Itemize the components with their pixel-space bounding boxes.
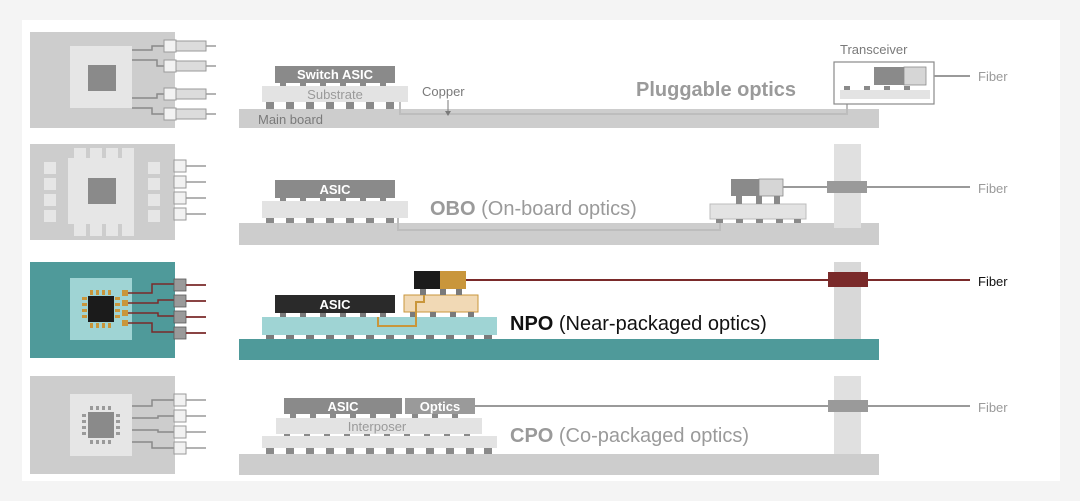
substrate [262,86,408,102]
fiber-label: Fiber [978,69,1008,84]
cross-section-pluggable: Switch ASIC Substrate Main board Copper … [239,42,1008,128]
chip-label: Switch ASIC [297,67,374,82]
main-board [239,223,879,245]
row-subtitle: (Co-packaged optics) [553,425,749,447]
row-pluggable: Switch ASIC Substrate Main board Copper … [30,32,1008,128]
row-title-group: OBO (On-board optics) [430,198,637,220]
interposer [276,418,482,434]
row-title: CPO [510,425,553,447]
substrate [262,201,408,218]
row-subtitle: (On-board optics) [476,198,637,220]
packaging-diagram: Switch ASIC Substrate Main board Copper … [30,32,1008,475]
main-board [239,339,879,360]
top-view-pluggable [30,32,216,128]
asic-chip [275,295,395,313]
row-title: Pluggable optics [636,79,796,101]
solder-balls [266,102,394,109]
transceiver-box [833,61,935,105]
npo-trace [377,295,425,327]
cross-section-obo: ASIC OBO (On-board optics) Fiber [239,144,1008,245]
interposer-label: Interposer [348,419,407,434]
diagram-canvas: Switch ASIC Substrate Main board Copper … [22,20,1060,481]
copper-trace [399,102,848,115]
row-cpo: ASIC Optics Interposer CPO (Co-packaged … [30,376,1008,475]
fiber-connector [828,272,868,287]
transceiver-label: Transceiver [840,42,908,57]
row-title-group: CPO (Co-packaged optics) [510,425,749,447]
chip-label: ASIC [319,297,351,312]
main-board [239,109,879,128]
copper-label: Copper [422,84,465,99]
optics-label: Optics [420,399,460,414]
cross-section-cpo: ASIC Optics Interposer CPO (Co-packaged … [239,376,1008,475]
main-board [239,454,879,475]
cross-section-npo: ASIC NPO (Near-packaged optics) Fiber [239,262,1008,360]
obo-module-board [709,203,807,220]
fiber-label: Fiber [978,400,1008,415]
row-title-group: NPO (Near-packaged optics) [510,313,767,335]
top-view-obo [30,144,206,240]
row-npo: ASIC NPO (Near-packaged optics) Fiber [30,262,1008,360]
optics-chip [405,398,475,414]
top-view-cpo [30,376,206,474]
chip-label: ASIC [327,399,359,414]
main-board-label: Main board [258,112,323,127]
asic-chip [275,180,395,198]
switch-asic-chip [275,66,395,83]
asic-chip [284,398,402,414]
top-view-npo [30,262,206,358]
row-title: OBO [430,198,476,220]
substrate-label: Substrate [307,87,363,102]
substrate [262,436,497,448]
fiber-label: Fiber [978,181,1008,196]
chip-label: ASIC [319,182,351,197]
row-obo: ASIC OBO (On-board optics) Fiber [30,144,1008,245]
row-title: NPO [510,313,553,335]
fiber-label: Fiber [978,274,1008,289]
row-subtitle: (Near-packaged optics) [553,313,766,335]
faceplate [834,376,861,454]
fiber-connector [827,181,867,193]
fiber-connector [828,400,868,412]
